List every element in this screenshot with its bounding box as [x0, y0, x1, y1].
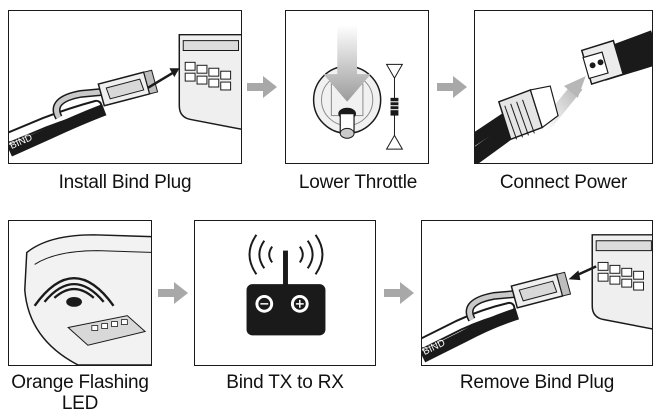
step-5-bind-tx-to-rx-panel [194, 220, 376, 366]
flow-arrow-4 [384, 282, 414, 304]
step-1-caption: Install Bind Plug [58, 172, 192, 193]
step-4-caption: Orange Flashing LED [11, 372, 149, 414]
power-connector-illustration [475, 30, 652, 163]
step-3-caption: Connect Power [499, 172, 628, 193]
transmitter-icon [246, 234, 326, 336]
step-4-orange-flashing-led-panel [8, 220, 152, 366]
bind-plug-insert-illustration: BIND [9, 33, 241, 157]
step-6-remove-bind-plug-panel: BIND [421, 220, 653, 366]
step-2-lower-throttle-panel [285, 10, 429, 164]
step-3-connect-power-panel [474, 10, 653, 164]
flow-arrow-3 [158, 282, 188, 304]
step-1-install-bind-plug-panel: BIND [8, 10, 242, 164]
flow-arrow-1 [247, 76, 277, 98]
throttle-stick-down-illustration [312, 24, 404, 150]
flashing-led-illustration [24, 234, 151, 365]
step-2-caption: Lower Throttle [298, 172, 418, 193]
step-6-caption: Remove Bind Plug [459, 372, 615, 393]
flow-arrow-2 [437, 76, 467, 98]
step-5-caption: Bind TX to RX [226, 372, 344, 393]
bind-plug-remove-illustration: BIND [422, 234, 652, 363]
